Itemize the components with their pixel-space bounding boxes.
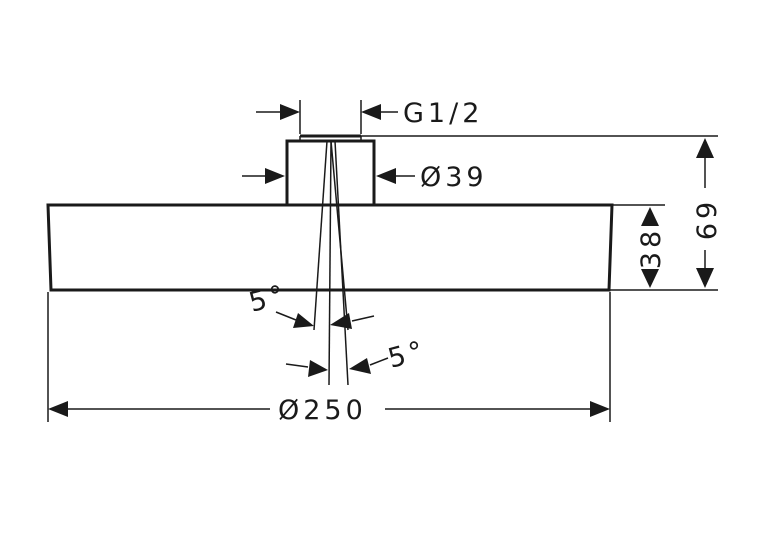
angle-upper-dimension: 5° [246, 279, 375, 329]
head-diameter-label: Ø250 [278, 395, 367, 426]
angle-line-right-b [334, 140, 349, 386]
total-height-dimension: 69 [361, 135, 723, 291]
head-diameter-dimension: Ø250 [47, 292, 611, 426]
total-height-label: 69 [692, 198, 723, 240]
angle-lower-dimension: 5° [285, 335, 430, 377]
thread-dimension: G1/2 [256, 98, 483, 134]
connector-diameter-label: Ø39 [420, 162, 488, 193]
connector-diameter-dimension: Ø39 [242, 162, 488, 193]
angle-lower-label: 5° [385, 335, 430, 375]
thread-label: G1/2 [403, 98, 483, 129]
angle-upper-label: 5° [246, 279, 291, 319]
head-height-label: 38 [636, 227, 667, 269]
angle-line-left-a [313, 140, 328, 331]
head-height-dimension: 38 [609, 204, 667, 291]
angle-line-left-b [328, 140, 332, 386]
